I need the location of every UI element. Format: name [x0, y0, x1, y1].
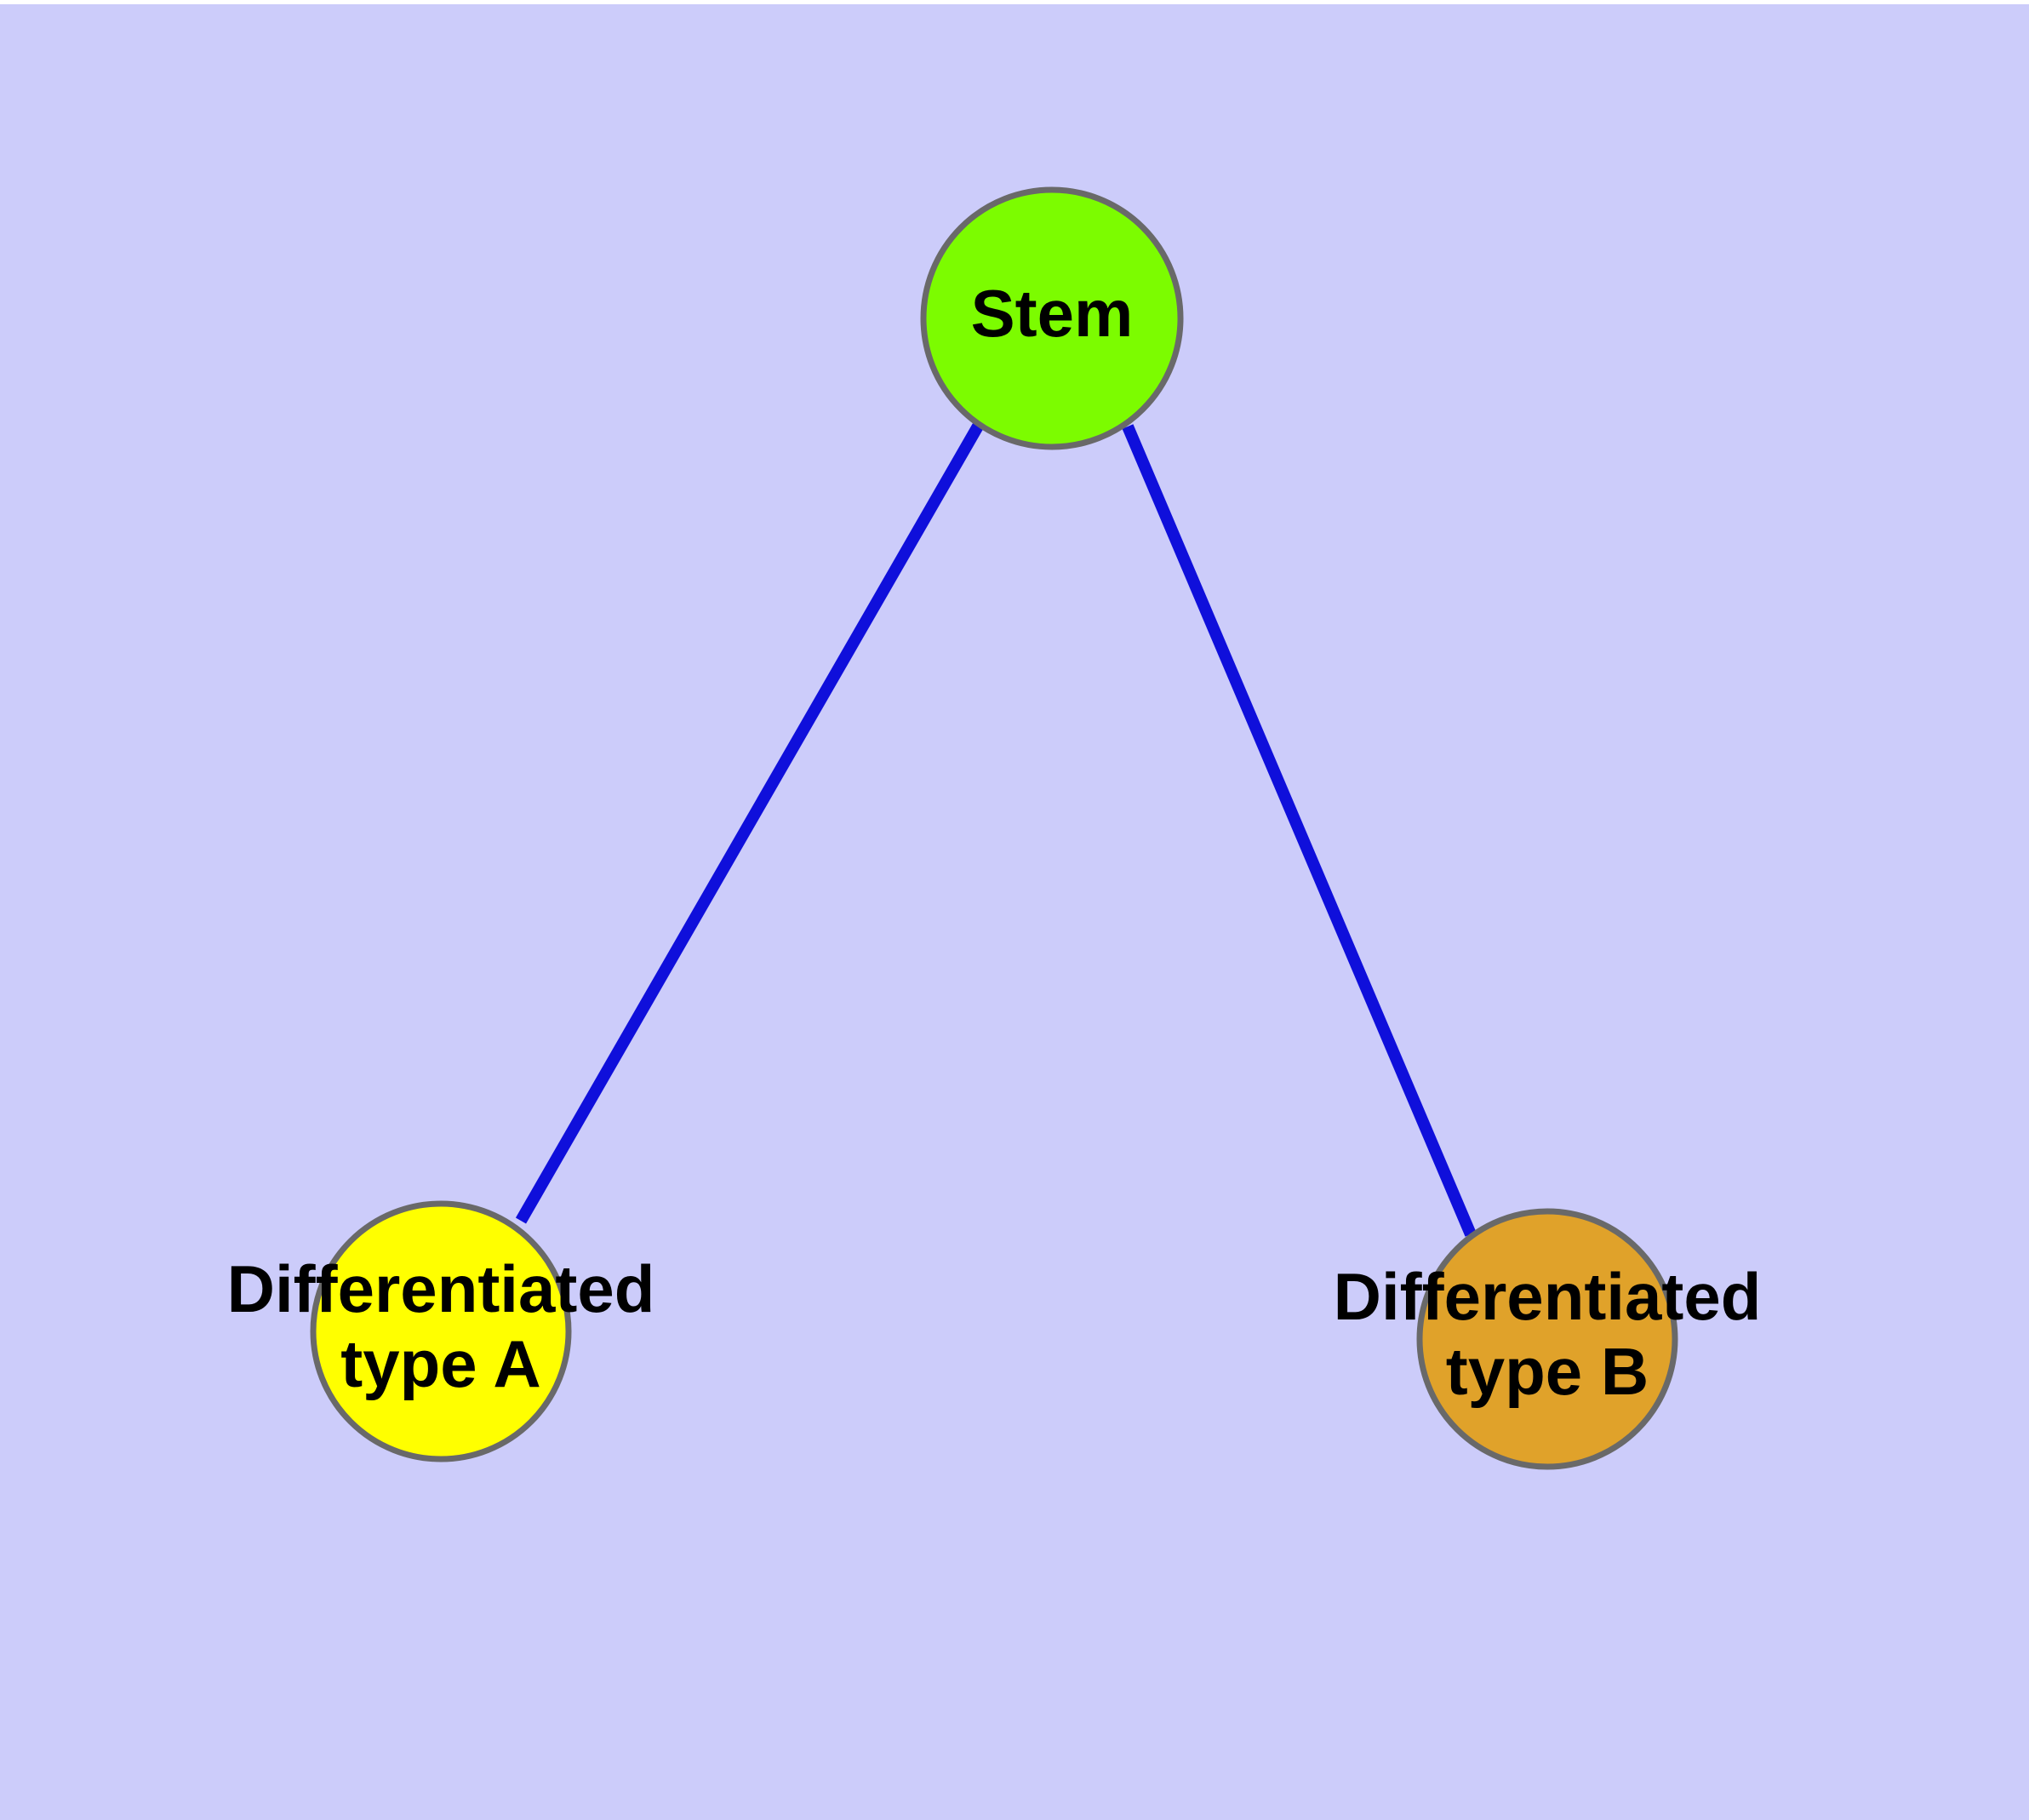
node-label-line: Differentiated: [227, 1251, 655, 1326]
node-label-line: Stem: [971, 276, 1134, 351]
node-label-line: Differentiated: [1334, 1259, 1762, 1334]
graph-node-stem[interactable]: Stem: [920, 186, 1184, 450]
node-label-line: type A: [340, 1326, 541, 1401]
node-label-stem: Stem: [971, 276, 1134, 351]
node-label-line: type B: [1446, 1334, 1649, 1409]
node-circle-stem[interactable]: [920, 186, 1184, 450]
node-circle-diff_b[interactable]: [1416, 1208, 1678, 1470]
edges-layer: [515, 421, 1477, 1237]
graph-edge-stem-to-diff-a: [515, 421, 985, 1224]
node-circle-diff_a[interactable]: [310, 1200, 572, 1462]
graph-edge-stem-to-diff-b: [1122, 424, 1477, 1237]
